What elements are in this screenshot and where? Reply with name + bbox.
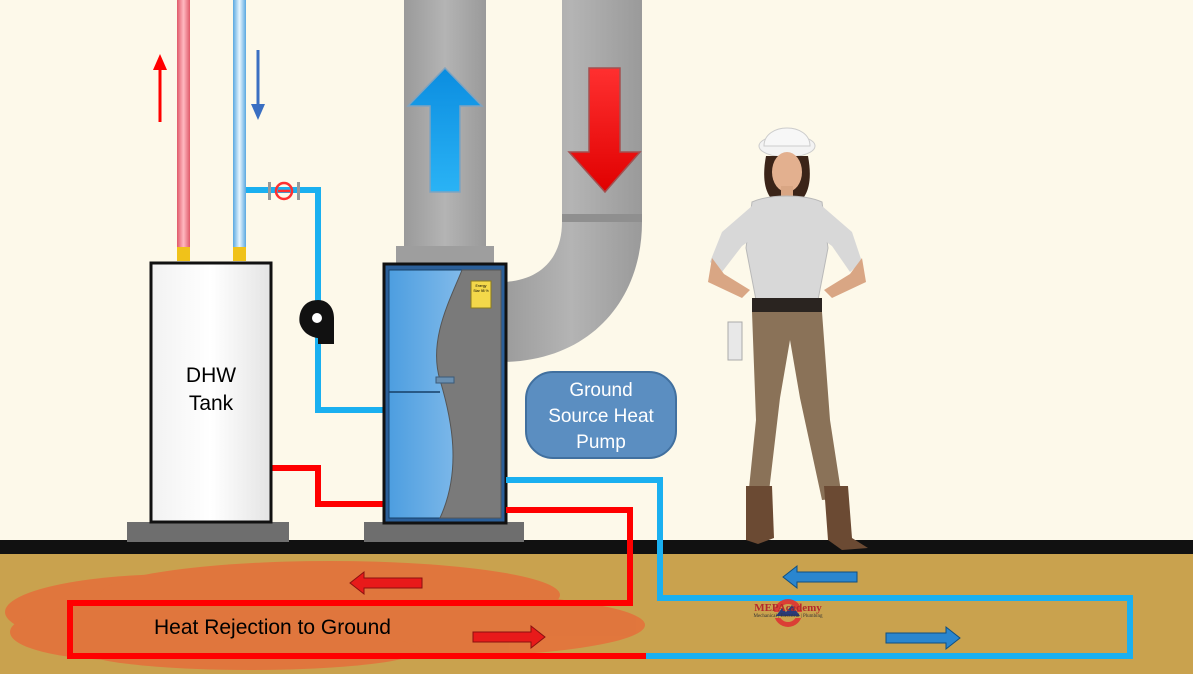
- logo-tagline: Mechanical | Electrical | Plumbing: [753, 614, 823, 619]
- dhw-tank-label: DHW Tank: [152, 362, 270, 418]
- tank-label-line2: Tank: [188, 392, 234, 415]
- ground-flow-right-arrow-icon: [472, 624, 546, 650]
- unit-label-line1: Ground: [569, 380, 633, 401]
- unit-label-line2: Source Heat: [548, 406, 654, 427]
- dhw-tank: [149, 261, 273, 524]
- heat-rejection-zone: [5, 561, 645, 670]
- return-air-arrow-icon: [567, 67, 642, 194]
- hot-pipe-fitting: [177, 247, 190, 261]
- hot-water-up-arrow-icon: [153, 54, 167, 122]
- ground-loop-supply-pipe: [67, 507, 646, 659]
- energy-star-sticker: [470, 280, 492, 309]
- hot-water-outlet-pipe: [177, 0, 190, 250]
- mep-academy-gear-icon: [774, 599, 802, 627]
- logo-name: MEPAcademy: [754, 602, 822, 614]
- cold-water-down-arrow-icon: [251, 50, 265, 120]
- floor-slab: [0, 540, 1193, 554]
- tank-label-line1: DHW: [185, 364, 237, 387]
- heat-pump-label-bubble: Ground Source Heat Pump: [525, 371, 677, 459]
- cold-water-inlet-pipe: [233, 0, 246, 250]
- cold-pipe-fitting: [233, 247, 246, 261]
- supply-air-arrow-icon: [406, 66, 484, 193]
- heat-rejection-label: Heat Rejection to Ground: [154, 616, 391, 639]
- valve-icon: [268, 181, 300, 201]
- return-flow-right-arrow-icon: [885, 625, 961, 651]
- ground-source-heat-pump-unit: [382, 262, 508, 525]
- energy-sticker-text: Energy Star 98 %: [473, 284, 489, 293]
- ground-loop-return-pipe: [506, 477, 1133, 659]
- unit-label-line3: Pump: [576, 432, 626, 453]
- engineer-figure: [708, 127, 868, 550]
- unit-base: [364, 522, 524, 542]
- return-duct: [500, 0, 642, 362]
- tank-base: [127, 522, 289, 542]
- hot-supply-pipe: [270, 465, 386, 507]
- mep-academy-logo: MEPAcademy Mechanical | Electrical | Plu…: [748, 602, 828, 619]
- ground-flow-left-arrow-icon: [349, 570, 423, 596]
- circulator-pump-icon: [299, 300, 334, 344]
- return-flow-left-arrow-icon: [782, 564, 858, 590]
